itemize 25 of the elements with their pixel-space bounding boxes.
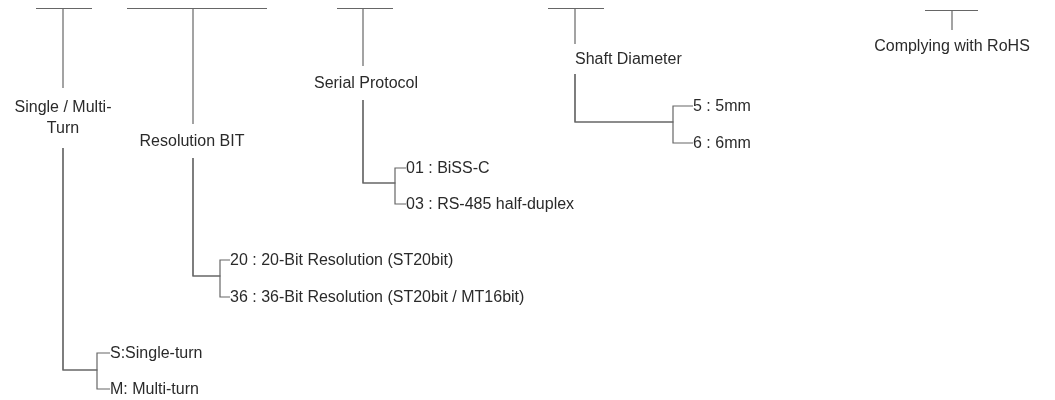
option-label: M: Multi-turn (110, 378, 220, 400)
option-label: 5 : 5mm (693, 95, 773, 117)
connector-line (192, 8, 194, 125)
field-heading: Single / Multi-Turn (8, 88, 118, 148)
code-segment-line (337, 8, 393, 9)
connector-line (951, 10, 953, 31)
option-label: 03 : RS-485 half-duplex (406, 193, 606, 215)
connector-line (574, 8, 576, 45)
option-label: S:Single-turn (110, 342, 220, 364)
option-label: 20 : 20-Bit Resolution (ST20bit) (230, 249, 470, 271)
option-label: 36 : 36-Bit Resolution (ST20bit / MT16bit) (230, 286, 560, 308)
field-heading: Shaft Diameter (572, 44, 682, 74)
option-label: 01 : BiSS-C (406, 157, 516, 179)
connector-line (362, 99, 407, 205)
connector-line (62, 8, 64, 89)
field-heading: Resolution BIT (122, 124, 262, 158)
code-segment-line (925, 10, 978, 11)
code-segment-line (127, 8, 267, 9)
field-heading: Serial Protocol (298, 66, 434, 100)
field-heading: Complying with RoHS (850, 30, 1054, 62)
code-segment-line (36, 8, 92, 9)
code-segment-line (548, 8, 604, 9)
connector-line (574, 73, 694, 144)
option-label: 6 : 6mm (693, 132, 773, 154)
connector-line (362, 8, 364, 67)
